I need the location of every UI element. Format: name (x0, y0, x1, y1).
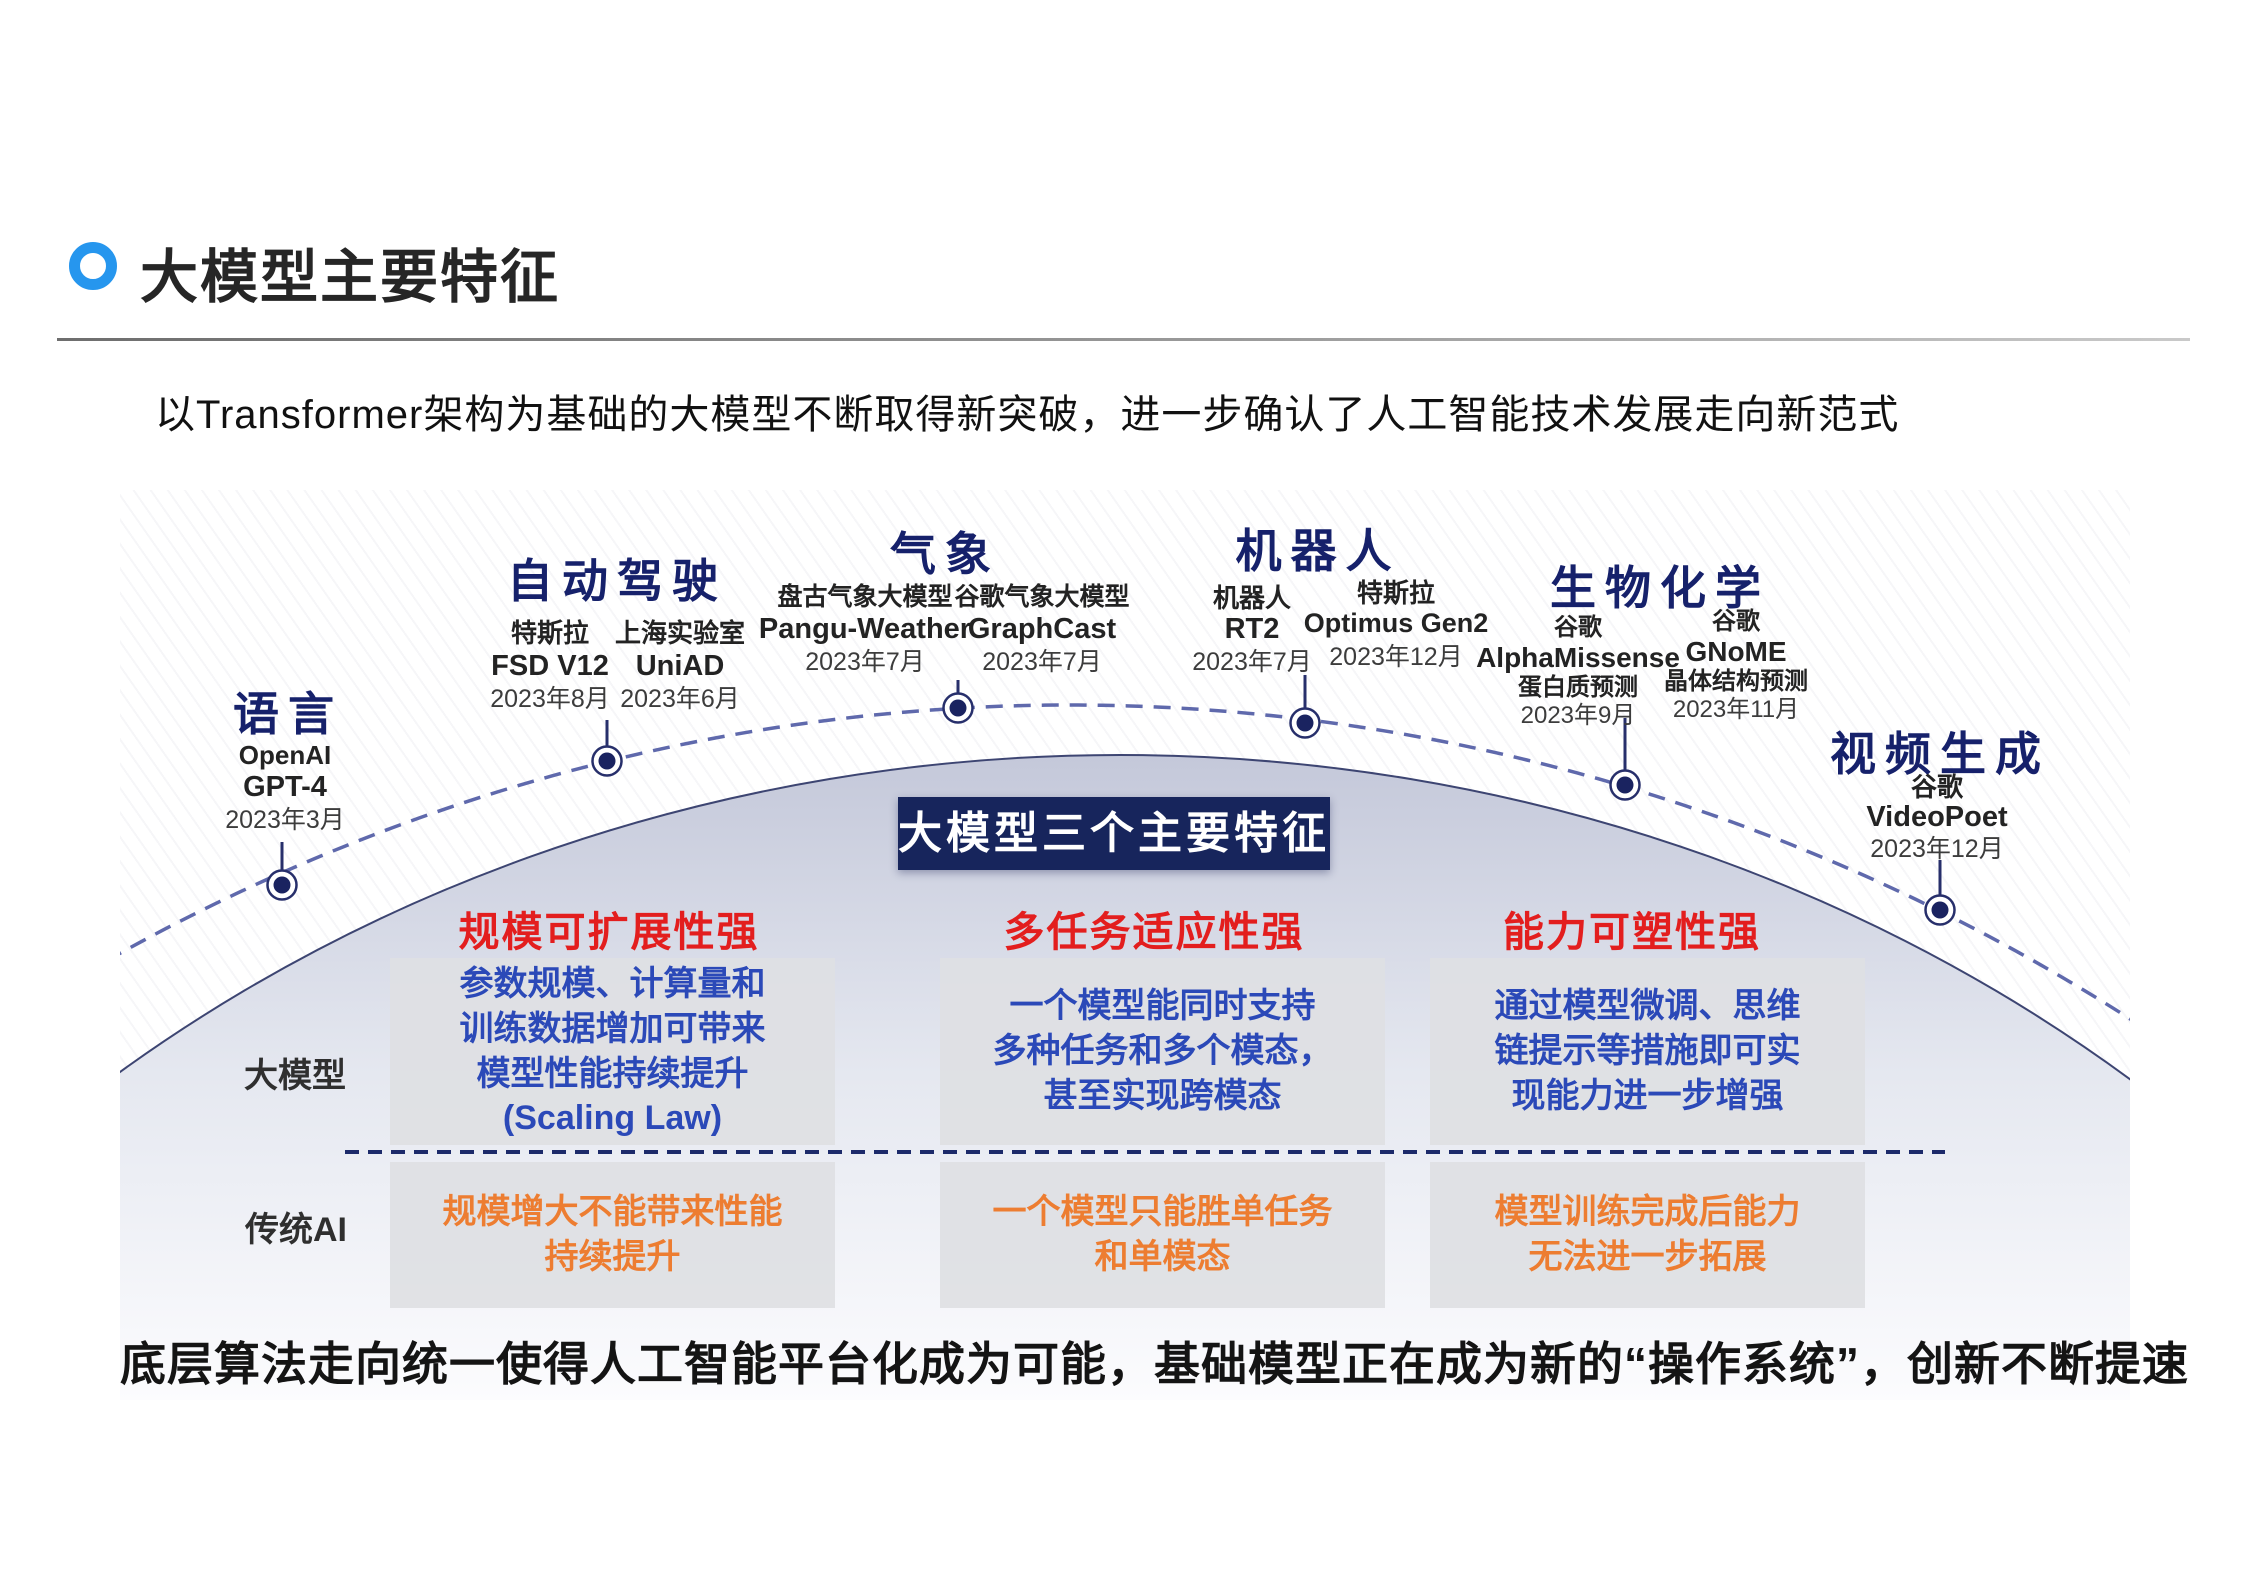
timeline-org: 谷歌 (1712, 608, 1760, 635)
timeline-category: 语言 (233, 688, 343, 740)
timeline-desc: 蛋白质预测 (1518, 674, 1638, 701)
timeline-model: UniAD (635, 650, 725, 682)
timeline-date: 2023年7月 (805, 648, 925, 676)
feature-header-scalability: 规模可扩展性强 (458, 909, 760, 955)
timeline-category: 机器人 (1235, 525, 1401, 577)
feature-header-plasticity: 能力可塑性强 (1503, 909, 1761, 955)
large-model-cell-3: 通过模型微调、思维 链提示等措施即可实 现能力进一步增强 (1430, 958, 1865, 1145)
milestone-dot (1289, 707, 1321, 739)
timeline-category: 气象 (890, 528, 1000, 580)
timeline-date: 2023年6月 (620, 685, 740, 713)
timeline-date: 2023年8月 (490, 685, 610, 713)
timeline-org: 机器人 (1212, 583, 1292, 613)
timeline-model: Pangu-Weather (758, 613, 972, 645)
timeline-desc: 晶体结构预测 (1664, 668, 1808, 695)
timeline-org: 盘古气象大模型 (777, 583, 953, 611)
timeline-model: FSD V12 (491, 650, 609, 682)
milestone-dot (942, 692, 974, 724)
row-label-large-model: 大模型 (244, 1057, 346, 1095)
row-divider-dashed (345, 1150, 1945, 1154)
timeline-org: 特斯拉 (510, 618, 590, 648)
page-title: 大模型主要特征 (140, 245, 561, 310)
milestone-dot (266, 869, 298, 901)
milestone-dot (1924, 894, 1956, 926)
row-label-traditional-ai: 传统AI (245, 1211, 347, 1249)
diagram-panel: 语言 OpenAI GPT-4 2023年3月 自动驾驶 特斯拉 FSD V12… (120, 490, 2189, 1400)
timeline-model: VideoPoet (1866, 801, 2008, 833)
bottom-statement: 底层算法走向统一使得人工智能平台化成为可能，基础模型正在成为新的“操作系统”，创… (120, 1338, 2189, 1390)
traditional-ai-text-2: 一个模型只能胜单任务 和单模态 (992, 1193, 1333, 1276)
timeline-model: GraphCast (967, 613, 1117, 645)
banner-three-features: 大模型三个主要特征 (898, 797, 1330, 870)
feature-header-multitask: 多任务适应性强 (1003, 909, 1305, 955)
timeline-model: RT2 (1224, 613, 1280, 645)
timeline-date: 2023年3月 (225, 806, 345, 834)
timeline-model: GPT-4 (243, 771, 327, 803)
timeline-date: 2023年11月 (1672, 696, 1800, 723)
traditional-ai-cell-2: 一个模型只能胜单任务 和单模态 (940, 1162, 1385, 1308)
timeline-model: GNoME (1685, 636, 1787, 667)
timeline-date: 2023年9月 (1520, 702, 1636, 729)
title-divider (57, 338, 2190, 341)
traditional-ai-cell-3: 模型训练完成后能力 无法进一步拓展 (1430, 1162, 1865, 1308)
timeline-category: 生物化学 (1550, 562, 1770, 614)
large-model-text-2: 一个模型能同时支持 多种任务和多个模态， 甚至实现跨模态 (992, 987, 1333, 1115)
large-model-cell-1: 参数规模、计算量和 训练数据增加可带来 模型性能持续提升 (Scaling La… (390, 958, 835, 1145)
timeline-org: 特斯拉 (1356, 578, 1436, 608)
timeline-arc (120, 703, 2130, 1022)
timeline-model: AlphaMissense (1476, 642, 1680, 673)
timeline-org: 上海实验室 (614, 618, 746, 648)
timeline-date: 2023年7月 (1192, 648, 1312, 676)
traditional-ai-text-1: 规模增大不能带来性能 持续提升 (442, 1193, 783, 1276)
large-model-cell-2: 一个模型能同时支持 多种任务和多个模态， 甚至实现跨模态 (940, 958, 1385, 1145)
milestone-dot (591, 745, 623, 777)
bullet-ring-icon (69, 242, 117, 290)
large-model-text-3: 通过模型微调、思维 链提示等措施即可实 现能力进一步增强 (1494, 987, 1801, 1115)
timeline-org: 谷歌 (1910, 772, 1964, 802)
timeline-date: 2023年12月 (1329, 643, 1463, 671)
slide-subtitle: 以Transformer架构为基础的大模型不断取得新突破，进一步确认了人工智能技… (155, 393, 1900, 437)
milestone-dot (1609, 769, 1641, 801)
timeline-org: 谷歌 (1554, 614, 1602, 641)
timeline-category: 视频生成 (1830, 728, 2050, 780)
timeline-date: 2023年7月 (982, 648, 1102, 676)
timeline-category: 自动驾驶 (507, 555, 727, 607)
timeline-org: 谷歌气象大模型 (954, 583, 1130, 611)
milestone-dots (266, 692, 1956, 926)
traditional-ai-text-3: 模型训练完成后能力 无法进一步拓展 (1494, 1193, 1801, 1276)
large-model-text-1: 参数规模、计算量和 训练数据增加可带来 模型性能持续提升 (Scaling La… (459, 964, 766, 1138)
timeline-date: 2023年12月 (1870, 835, 2004, 863)
timeline-model: Optimus Gen2 (1303, 608, 1489, 638)
timeline-org: OpenAI (238, 740, 332, 770)
traditional-ai-cell-1: 规模增大不能带来性能 持续提升 (390, 1162, 835, 1308)
